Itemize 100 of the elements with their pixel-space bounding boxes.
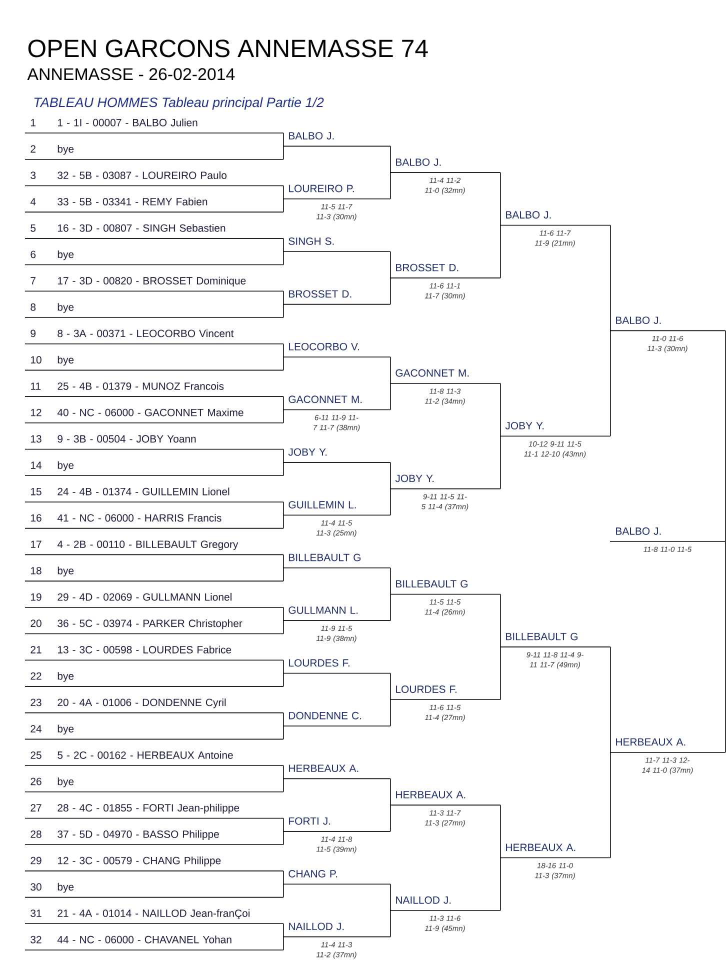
bracket-line (390, 672, 391, 700)
player-entry: 23 20 - 4A - 01006 - DONDENNE Cyril (24, 698, 284, 714)
player-entry: 27 28 - 4C - 01855 - FORTI Jean-philippe (24, 804, 284, 819)
bracket-line (283, 620, 284, 634)
bracket-line (610, 752, 611, 858)
bracket-line (283, 185, 284, 200)
bracket-line (390, 251, 391, 278)
winner-slot: LOURDES F. (390, 686, 501, 700)
bracket-line (500, 436, 501, 490)
bracket-line (390, 382, 391, 410)
winner-slot: BALBO J. (610, 527, 726, 542)
bracket-line (283, 290, 284, 305)
bracket-line (283, 462, 284, 476)
bracket-line (283, 567, 284, 582)
bracket-line (283, 660, 284, 674)
winner-slot: HERBEAUX A. (610, 738, 726, 753)
player-entry: 30 bye (24, 882, 284, 898)
bracket-line (283, 923, 284, 938)
bracket-line (283, 672, 284, 687)
winner-slot: BILLEBAULT G (390, 580, 501, 595)
bracket-line (283, 448, 284, 463)
bracket-line (283, 778, 284, 792)
bracket-line (283, 712, 284, 726)
winner-slot: BILLEBAULT G (282, 554, 391, 568)
bracket-line (610, 330, 611, 436)
bracket-line (283, 343, 284, 358)
bracket-line (610, 646, 611, 753)
winner-slot: CHANG P. (282, 870, 391, 885)
winner-slot: FORTI J. (282, 817, 391, 832)
winner-slot: GACONNET M. (390, 369, 501, 384)
bracket-line (390, 910, 391, 938)
player-entry: 13 9 - 3B - 00504 - JOBY Yoann (24, 435, 284, 450)
winner-slot: GACONNET M. (282, 396, 391, 410)
player-entry: 18 bye (24, 566, 284, 582)
bracket-line (283, 818, 284, 832)
bracket-line (283, 607, 284, 621)
bracket-line (390, 778, 391, 806)
bracket-line (390, 278, 391, 305)
winner-slot: BROSSET D. (390, 264, 501, 278)
bracket-line (283, 251, 284, 266)
bracket-line (283, 132, 284, 147)
bracket-line (725, 541, 726, 753)
player-entry: 26 bye (24, 778, 284, 792)
player-entry: 19 29 - 4D - 02069 - GULLMANN Lionel (24, 593, 284, 608)
player-entry: 9 8 - 3A - 00371 - LEOCORBO Vincent (24, 329, 284, 344)
bracket-line (283, 238, 284, 252)
bracket-line (390, 699, 391, 726)
winner-slot: NAILLOD J. (282, 922, 391, 938)
player-entry: 16 41 - NC - 06000 - HARRIS Francis (24, 514, 284, 529)
bracket-line (283, 304, 284, 318)
bracket-line (283, 514, 284, 529)
subtitle: ANNEMASSE - 26-02-2014 (27, 68, 235, 80)
bracket-line (283, 870, 284, 885)
winner-slot: HERBEAUX A. (390, 791, 501, 806)
title: OPEN GARCONS ANNEMASSE 74 (28, 40, 428, 58)
player-entry: 20 36 - 5C - 03974 - PARKER Christopher (24, 619, 284, 634)
bracket-line (500, 857, 501, 911)
player-entry: 10 bye (24, 356, 284, 371)
bracket-line (390, 804, 391, 832)
winner-slot: DONDENNE C. (282, 712, 391, 726)
bracket-line (500, 804, 501, 858)
player-entry: 2 bye (24, 145, 284, 160)
bracket-line (283, 936, 284, 950)
bracket-line (390, 146, 391, 173)
player-entry: 17 4 - 2B - 00110 - BILLEBAULT Gregory (24, 540, 284, 556)
player-entry: 12 40 - NC - 06000 - GACONNET Maxime (24, 408, 284, 424)
player-entry: 24 bye (24, 724, 284, 740)
bracket-line (283, 146, 284, 160)
bracket-line (283, 396, 284, 410)
bracket-line (500, 594, 501, 648)
winner-slot: SINGH S. (282, 238, 391, 252)
winner-slot: BALBO J. (282, 132, 391, 147)
bracket-line (500, 172, 501, 226)
bracket-line (390, 884, 391, 911)
bracket-line (283, 409, 284, 424)
player-entry: 21 13 - 3C - 00598 - LOURDES Fabrice (24, 646, 284, 660)
bracket-line (390, 462, 391, 490)
player-entry: 15 24 - 4B - 01374 - GUILLEMIN Lionel (24, 488, 284, 502)
winner-slot: JOBY Y. (282, 448, 391, 463)
player-entry: 6 bye (24, 250, 284, 266)
bracket-line (283, 198, 284, 212)
winner-slot: BROSSET D. (282, 290, 391, 305)
bracket-line (390, 172, 391, 200)
bracket-line (500, 646, 501, 700)
winner-slot: GULLMANN L. (282, 606, 391, 621)
winner-slot: LOURDES F. (282, 659, 391, 674)
player-entry: 8 bye (24, 303, 284, 318)
bracket-line (610, 224, 611, 332)
winner-slot: LEOCORBO V. (282, 342, 391, 358)
winner-slot: BALBO J. (610, 316, 726, 332)
winner-slot: LOUREIRO P. (282, 184, 391, 200)
player-entry: 25 5 - 2C - 00162 - HERBEAUX Antoine (24, 751, 284, 766)
player-entry: 29 12 - 3C - 00579 - CHANG Philippe (24, 856, 284, 872)
bracket-line (283, 356, 284, 371)
bracket-line (390, 488, 391, 516)
bracket-line (725, 330, 726, 542)
winner-slot: NAILLOD J. (390, 896, 501, 911)
player-entry: 3 32 - 5B - 03087 - LOUREIRO Paulo (24, 171, 284, 186)
player-entry: 4 33 - 5B - 03341 - REMY Fabien (24, 198, 284, 212)
player-entry: 32 44 - NC - 06000 - CHAVANEL Yohan (24, 936, 284, 950)
